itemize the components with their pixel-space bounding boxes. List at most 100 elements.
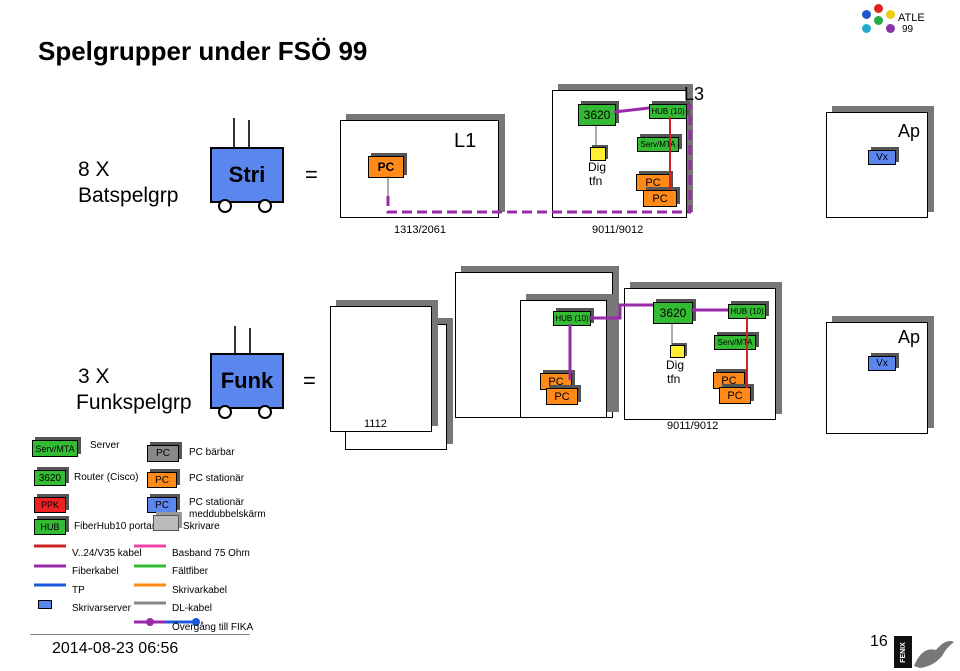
- ap-label: Ap: [898, 121, 921, 141]
- legend-skrivarserver-label: Skrivarserver: [72, 603, 131, 614]
- fiber-cable-line: [589, 303, 653, 320]
- pc-label: PC: [548, 375, 564, 388]
- antenna-icon: [249, 328, 251, 354]
- row1-count: 8 X: [78, 158, 110, 181]
- row2-group-name: Funkspelgrp: [76, 391, 192, 414]
- equals-sign: =: [303, 368, 316, 393]
- legend-dot: [146, 618, 154, 626]
- row1-group-name: Batspelgrp: [78, 184, 179, 207]
- vehicle-body: Stri: [210, 147, 284, 203]
- antenna-icon: [233, 118, 235, 148]
- pc-label: PC: [652, 192, 668, 205]
- fiber-cable-line: [386, 104, 692, 214]
- logo-dot-purple: [886, 24, 895, 33]
- legend-basband-label: Basband 75 Ohm: [172, 548, 250, 559]
- logo-dot-red: [874, 4, 883, 13]
- pc-icon: PC: [719, 387, 751, 404]
- legend-faltfiber-label: Fältfiber: [172, 566, 209, 577]
- logo-dot-cyan: [862, 24, 871, 33]
- l1-box: [340, 120, 499, 218]
- legend-v24-label: V..24/V35 kabel: [72, 548, 142, 559]
- code-label: 9011/9012: [592, 224, 644, 236]
- tfn-label: tfn: [589, 174, 603, 188]
- atle-logo: ATLE 99: [852, 4, 957, 44]
- hub-label: HUB (10): [651, 107, 685, 116]
- vx-icon: Vx: [868, 356, 896, 371]
- legend-server-label: Server: [90, 440, 120, 451]
- legend-router-icon: 3620: [34, 470, 66, 486]
- legend-fiberhub-label: FiberHub10 portar: [74, 521, 156, 532]
- dig-tfn-icon: [670, 345, 685, 358]
- page-number: 16: [870, 633, 888, 650]
- serv-mta-icon: Serv/MTA: [637, 137, 679, 152]
- legend-fiberkabel-label: Fiberkabel: [72, 566, 119, 577]
- legend-skrivarkabel-label: Skrivarkabel: [172, 585, 228, 596]
- legend-pc-stationar-label: PC stationär: [189, 473, 245, 484]
- legend-pc-icon: PC: [147, 472, 177, 488]
- code-label: 9011/9012: [667, 420, 719, 432]
- router-3620-label: 3620: [659, 306, 687, 320]
- legend-skrivare-label: Skrivare: [183, 521, 220, 532]
- footer-date: 2014-08-23 06:56: [52, 640, 179, 657]
- logo-dot-green: [874, 16, 883, 25]
- pc-icon: PC: [636, 174, 670, 191]
- dig-label: Dig: [666, 358, 685, 372]
- vx-label: Vx: [876, 358, 888, 369]
- vehicle-icon: Stri: [210, 118, 290, 216]
- pc-label: PC: [377, 160, 395, 174]
- l1-label: L1: [454, 130, 477, 152]
- legend-router-text: Router (Cisco): [74, 472, 139, 483]
- hub-label: HUB (10): [555, 314, 589, 323]
- logo-dot-blue: [862, 10, 871, 19]
- ap-box: [826, 112, 928, 218]
- tfn-label: tfn: [667, 372, 681, 386]
- vehicle-icon: Funk: [210, 326, 290, 422]
- legend-pc-icon: PC: [147, 445, 179, 462]
- ap-box: [826, 322, 928, 434]
- pc-label: PC: [721, 374, 737, 387]
- antenna-icon: [234, 326, 236, 354]
- vehicle-label: Funk: [220, 368, 274, 393]
- skrivarserver-icon: [38, 600, 52, 609]
- legend-pc-barbar-label: PC bärbar: [189, 447, 235, 458]
- page-title: Spelgrupper under FSÖ 99: [38, 36, 368, 66]
- hub-icon: HUB (10): [649, 104, 687, 119]
- equals-sign: =: [305, 162, 318, 187]
- antenna-icon: [248, 120, 250, 148]
- pc-label: PC: [554, 390, 570, 403]
- printer-icon: [153, 515, 179, 531]
- legend-hub-icon: HUB: [34, 519, 66, 535]
- router-3620-icon: 3620: [578, 104, 616, 126]
- legend-overgang-label: Övergång till FIKA: [172, 622, 254, 633]
- legend-ppk-label: PPK: [40, 500, 59, 510]
- legend-pc-dubbel-label: meddubbelskärm: [189, 509, 266, 520]
- wheel-icon: [258, 199, 272, 213]
- router-3620-icon: 3620: [653, 302, 693, 324]
- legend-pc-icon: PC: [147, 497, 177, 513]
- serv-mta-label: Serv/MTA: [717, 338, 753, 347]
- pc-label: PC: [645, 176, 661, 189]
- wheel-icon: [218, 405, 232, 419]
- legend-serv-mta-label: Serv/MTA: [35, 443, 75, 454]
- legend-ppk-icon: PPK: [34, 497, 66, 513]
- bird-logo-icon: [914, 641, 954, 668]
- ap-label: Ap: [898, 327, 921, 347]
- pc-icon: PC: [540, 373, 572, 390]
- dig-tfn-icon: [590, 147, 606, 161]
- fenix-logo-text: FENIX: [899, 641, 907, 663]
- legend-pc-dubbel-label: PC stationär: [189, 497, 245, 508]
- l3-label: L3: [684, 84, 705, 104]
- logo-dot-yellow: [886, 10, 895, 19]
- serv-mta-label: Serv/MTA: [640, 140, 676, 149]
- router-3620-label: 3620: [583, 108, 611, 122]
- serv-mta-icon: Serv/MTA: [714, 335, 756, 350]
- legend-dl-label: DL-kabel: [172, 603, 213, 614]
- pc-icon: PC: [643, 190, 677, 207]
- logo-text-line1: ATLE: [898, 12, 925, 24]
- vehicle-body: Funk: [210, 353, 284, 409]
- logo-text-line2: 99: [902, 24, 914, 35]
- footer-line: [30, 634, 250, 635]
- vehicle-label: Stri: [228, 162, 266, 187]
- legend-pc-label: PC: [156, 448, 170, 459]
